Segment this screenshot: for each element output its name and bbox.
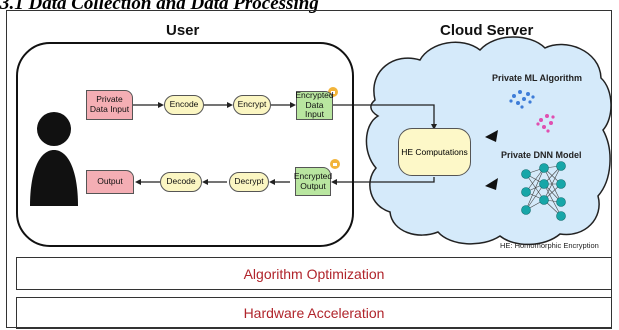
encrypt-node: Encrypt	[233, 95, 271, 115]
algorithm-optimization-bar: Algorithm Optimization	[16, 257, 612, 290]
decrypt-node: Decrypt	[229, 172, 269, 192]
he-footnote: HE: Homomorphic Encryption	[500, 241, 599, 250]
ml-algorithm-label: Private ML Algorithm	[492, 73, 583, 83]
user-panel	[16, 42, 354, 247]
user-title: User	[166, 22, 200, 39]
dnn-model-label: Private DNN Model	[501, 150, 582, 160]
pointer-arrow-icon	[485, 130, 498, 142]
decode-node: Decode	[160, 172, 202, 192]
pointer-arrow-icon	[485, 178, 498, 190]
server-title: Cloud Server	[440, 22, 534, 39]
neural-network-icon	[521, 161, 566, 221]
encrypted-output-node: Encrypted Output	[294, 167, 332, 196]
output-node: Output	[86, 170, 134, 194]
he-computations-node: HE Computations	[398, 128, 471, 176]
user-silhouette-icon	[30, 112, 78, 206]
figure-frame	[6, 10, 612, 328]
lock-icon	[330, 159, 340, 169]
arrow-heads	[135, 102, 437, 185]
scatter-cluster-icon	[509, 90, 555, 133]
flow-arrows	[133, 104, 435, 183]
encrypted-data-input-node: Encrypted Data Input	[295, 89, 334, 120]
cloud-shape	[365, 36, 612, 246]
encode-node: Encode	[164, 95, 204, 115]
private-data-input-node: Private Data Input	[86, 90, 133, 120]
hardware-acceleration-bar: Hardware Acceleration	[16, 297, 612, 329]
